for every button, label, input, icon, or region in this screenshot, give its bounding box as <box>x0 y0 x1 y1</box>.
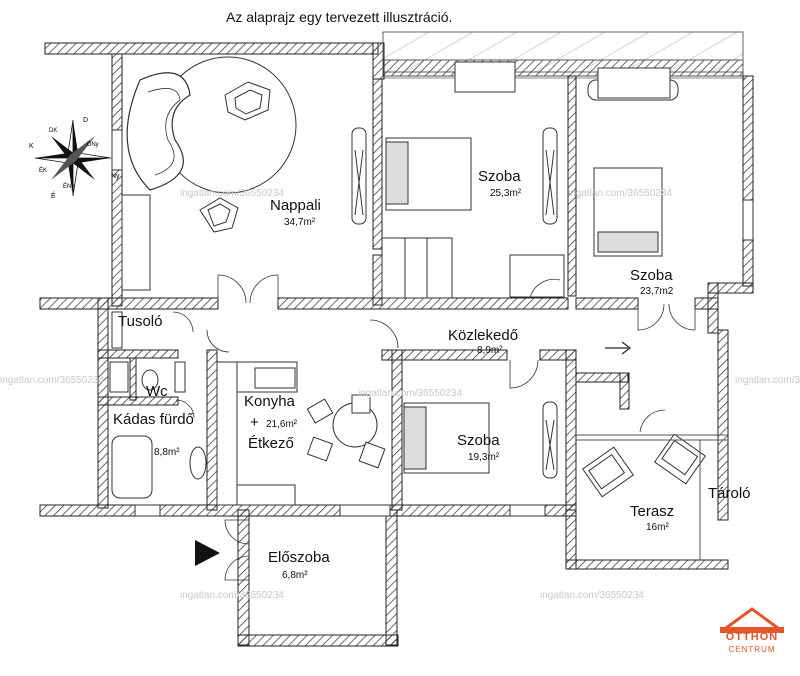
watermark: ingatlan.com/36550234 <box>180 188 284 199</box>
kitchen-fixtures <box>216 361 386 506</box>
watermark: ingatlan.com/36550234 <box>735 375 800 386</box>
watermark: ingatlan.com/36550234 <box>180 590 284 601</box>
room-label-tusolo: Tusoló <box>118 313 163 330</box>
entrance-arrow-icon <box>195 540 220 566</box>
compass-label-n: D <box>83 117 88 124</box>
room-label-etkezo: Étkező <box>248 435 294 452</box>
arrows <box>195 341 631 566</box>
walls <box>39 42 754 647</box>
armchair-icon <box>224 81 271 121</box>
room-label-kozlekedo: Közlekedő <box>448 327 519 344</box>
watermark: ingatlan.com/36550234 <box>568 188 672 199</box>
compass-label-ny: Ny <box>111 173 120 180</box>
doors <box>172 274 696 581</box>
compass-label-dny: DNy <box>87 142 99 148</box>
windows <box>111 129 754 517</box>
room-label-kadas-furdo: Kádas fürdő <box>113 411 194 428</box>
dining-chair-icon <box>351 394 371 414</box>
room-label-nappali: Nappali <box>270 197 321 214</box>
room-area-konyha: 21,6m² <box>266 419 298 430</box>
logo-text-otthon: OTTHON <box>725 631 779 643</box>
room-label-szoba1: Szoba <box>478 168 521 185</box>
plan-title: Az alaprajz egy tervezett illusztráció. <box>226 9 453 25</box>
room-label-wc: Wc <box>146 383 168 400</box>
compass-label-ek: ÉK <box>39 167 47 174</box>
dining-chair-icon <box>306 436 334 462</box>
room-area-terasz: 16m² <box>646 522 669 533</box>
room-area-szoba1: 25,3m² <box>490 188 522 199</box>
room-label-szoba3: Szoba <box>457 432 500 449</box>
beds <box>385 137 663 474</box>
dining-chair-icon <box>306 398 334 424</box>
logo-text-centrum: CENTRUM <box>728 645 776 654</box>
otthon-centrum-logo: OTTHON CENTRUM <box>712 605 792 665</box>
armchair-icon <box>199 197 239 233</box>
living-furniture <box>121 56 297 291</box>
bath-fixtures <box>109 311 207 499</box>
compass-label-eny: ÉNy <box>63 183 74 190</box>
room-label-szoba2: Szoba <box>630 267 673 284</box>
room-label-konyha-plus: + <box>250 414 259 431</box>
room-area-nappali: 34,7m² <box>284 217 316 228</box>
room-area-kozlekedo: 8,9m² <box>477 345 503 356</box>
terrace-railing <box>576 434 728 560</box>
watermark: ingatlan.com/36550234 <box>540 590 644 601</box>
compass-label-dk: DK <box>49 128 57 134</box>
room-label-konyha: Konyha <box>244 393 295 410</box>
room-label-eloszoba: Előszoba <box>268 549 330 566</box>
compass-label-k: K <box>29 143 34 150</box>
watermark: ingatlan.com/36550234 <box>358 388 462 399</box>
dining-chair-icon <box>358 441 386 469</box>
compass-rose-icon: D K Ny É DK DNy ÉK ÉNy <box>29 117 120 200</box>
room-area-eloszoba: 6,8m² <box>282 570 308 581</box>
room-label-terasz: Terasz <box>630 503 675 520</box>
compass-label-e: É <box>51 191 56 200</box>
roof-logo-icon <box>720 607 784 633</box>
terrace-furniture <box>581 433 707 498</box>
room-area-kadas-furdo: 8,8m² <box>154 447 180 458</box>
room-area-szoba2: 23,7m2 <box>640 286 674 297</box>
watermark: ingatlan.com/36550234 <box>0 375 104 386</box>
wardrobes <box>381 61 671 299</box>
roof-eave <box>382 31 745 79</box>
room-area-szoba3: 19,3m² <box>468 452 500 463</box>
room-label-tarolo: Tároló <box>708 485 751 502</box>
